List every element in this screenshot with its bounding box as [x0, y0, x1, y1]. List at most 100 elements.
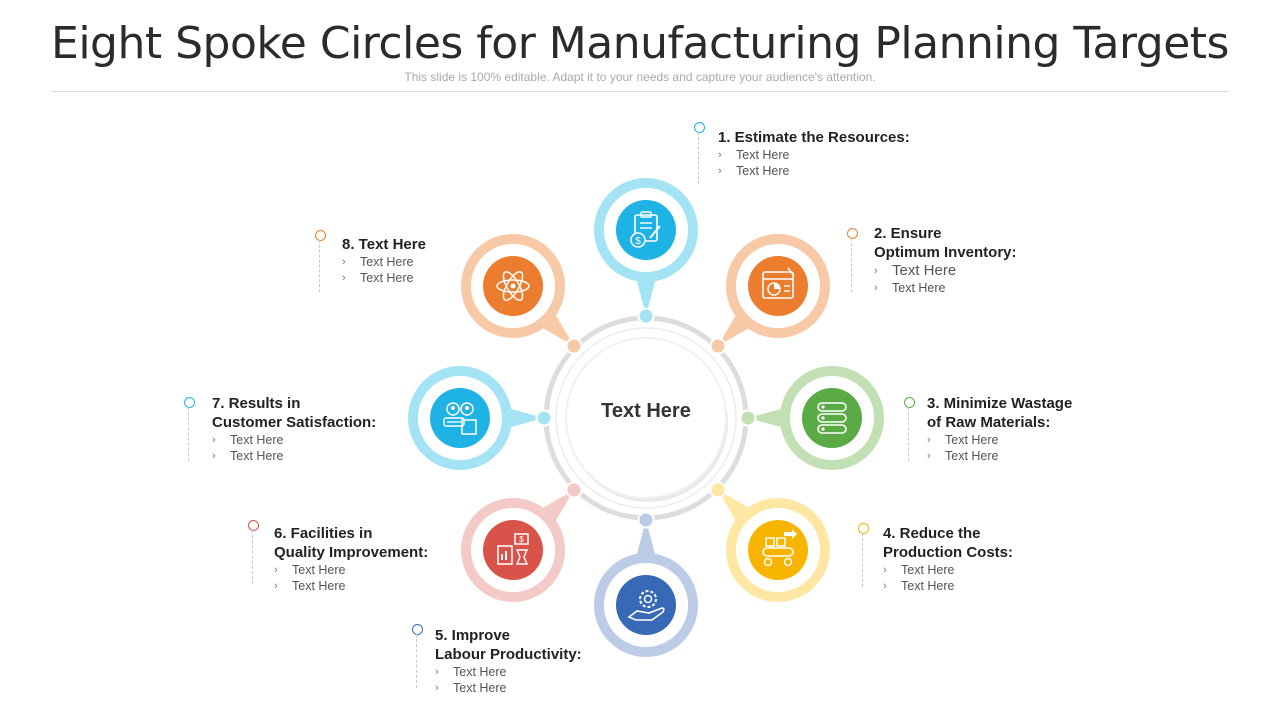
slide-title: Eight Spoke Circles for Manufacturing Pl… — [51, 18, 1229, 69]
label-pin — [694, 122, 705, 133]
label-heading-line2: Production Costs: — [883, 544, 1013, 561]
label-bullet: › Text Here — [274, 562, 428, 578]
chevron-right-icon: › — [274, 564, 278, 576]
svg-text:$: $ — [635, 236, 641, 247]
chevron-right-icon: › — [212, 450, 216, 462]
chevron-right-icon: › — [435, 682, 439, 694]
label-heading: 8. Text Here — [342, 236, 426, 253]
label-leader — [319, 240, 320, 292]
label-leader — [908, 407, 909, 461]
label-bullet: › Text Here — [274, 578, 428, 594]
label-bullet: ›Text Here — [883, 562, 1013, 578]
chevron-right-icon: › — [718, 165, 722, 177]
label-bullet: ›Text Here — [435, 664, 582, 680]
spoke-label-8: 8. Text Here›Text Here›Text Here — [342, 235, 426, 286]
label-bullet-text: Text Here — [736, 148, 790, 162]
label-heading: 4. Reduce the — [883, 525, 981, 542]
label-pin — [248, 520, 259, 531]
spoke-ring — [461, 498, 565, 602]
spoke-6: $ — [461, 481, 583, 602]
label-bullet: ›Text Here — [342, 270, 426, 286]
label-heading: 7. Results in — [212, 395, 301, 412]
label-bullet-text: Text Here — [292, 579, 346, 593]
spoke-ring — [408, 366, 512, 470]
label-heading: 1. Estimate the Resources: — [718, 129, 910, 146]
label-heading-line2: of Raw Materials: — [927, 414, 1051, 431]
spoke-ring — [461, 234, 565, 338]
spoke-2 — [709, 234, 830, 355]
label-bullet-text: Text Here — [453, 681, 507, 695]
spoke-disc — [483, 520, 543, 580]
spoke-disc — [616, 575, 676, 635]
label-bullet-text: Text Here — [292, 563, 346, 577]
label-bullet: › Text Here — [718, 147, 910, 163]
label-leader — [252, 530, 253, 584]
label-bullet: › Text Here — [342, 254, 426, 270]
label-bullet-text: Text Here — [892, 262, 957, 279]
label-leader — [862, 533, 863, 587]
spoke-ring — [594, 178, 698, 282]
label-bullet-text: Text Here — [360, 271, 414, 285]
label-pin — [847, 228, 858, 239]
spoke-joint-dot — [739, 409, 757, 427]
factory-chart-icon: $ — [497, 533, 529, 565]
center-disc — [565, 337, 727, 499]
chevron-right-icon: › — [342, 256, 346, 268]
label-bullet-text: Text Here — [360, 255, 414, 269]
label-pin — [184, 397, 195, 408]
spoke-disc — [748, 520, 808, 580]
label-bullet: › Text Here — [927, 432, 1072, 448]
label-heading: 2. Ensure — [874, 225, 942, 242]
label-bullet: ›Text Here — [874, 280, 1017, 296]
spoke-1: $ — [594, 178, 698, 325]
svg-text:$: $ — [519, 535, 524, 544]
spoke-ring — [726, 498, 830, 602]
title-divider — [52, 91, 1228, 92]
spoke-ring — [780, 366, 884, 470]
chevron-right-icon: › — [274, 580, 278, 592]
center-inner-ring — [555, 327, 737, 509]
label-pin — [858, 523, 869, 534]
spoke-3 — [739, 366, 884, 470]
spoke-label-1: 1. Estimate the Resources:›Text Here›Tex… — [718, 128, 910, 179]
spoke-joint-dot — [637, 511, 655, 529]
label-heading-line2: Labour Productivity: — [435, 646, 582, 663]
label-leader — [188, 407, 189, 461]
chevron-right-icon: › — [883, 580, 887, 592]
label-bullet-text: Text Here — [901, 579, 955, 593]
spoke-5 — [594, 511, 698, 657]
spoke-ring — [594, 553, 698, 657]
label-bullet-text: Text Here — [453, 665, 507, 679]
label-bullet: › Text Here — [435, 680, 582, 696]
label-bullet: › Text Here — [212, 448, 376, 464]
spoke-4 — [709, 481, 830, 602]
label-pin — [904, 397, 915, 408]
label-bullet-text: Text Here — [230, 449, 284, 463]
spoke-joint-dot — [565, 481, 583, 499]
atom-icon — [496, 271, 530, 301]
spoke-joint-dot — [565, 337, 583, 355]
label-leader — [851, 238, 852, 292]
label-heading-line2: Customer Satisfaction: — [212, 414, 377, 431]
label-bullet: ›Text Here — [718, 163, 910, 179]
spoke-joint-dot — [709, 337, 727, 355]
label-bullet-text: Text Here — [230, 433, 284, 447]
spoke-label-7: 7. Results in Customer Satisfaction: › Text… — [212, 394, 376, 464]
chevron-right-icon: › — [718, 149, 722, 161]
label-leader — [698, 132, 699, 184]
label-heading-line2: Quality Improvement: — [274, 544, 429, 561]
chevron-right-icon: › — [874, 265, 878, 277]
spoke-8 — [461, 234, 583, 355]
label-bullet-text: Text Here — [945, 433, 999, 447]
spoke-disc — [802, 388, 862, 448]
clipboard-money-icon: $ — [630, 211, 661, 248]
chevron-right-icon: › — [927, 434, 931, 446]
label-pin — [412, 624, 423, 635]
label-bullet: › Text Here — [874, 262, 1017, 280]
spoke-ring — [726, 234, 830, 338]
label-leader — [416, 634, 417, 688]
